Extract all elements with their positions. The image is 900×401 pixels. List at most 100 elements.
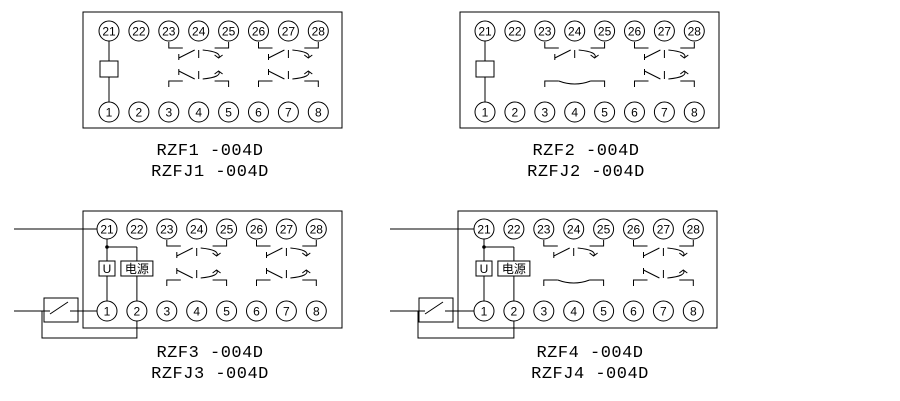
terminal-circle xyxy=(593,218,615,240)
terminal-label: 21 xyxy=(100,223,114,237)
external-switch-box xyxy=(43,297,79,323)
terminal-circle xyxy=(305,218,327,240)
model-name-line1: RZF3 -004D xyxy=(156,344,264,363)
power-label: 电源 xyxy=(125,262,149,276)
u-label: U xyxy=(103,262,112,276)
terminal-circle xyxy=(653,20,675,42)
model-name-line2: RZFJ4 -004D xyxy=(531,365,649,384)
terminal-circle xyxy=(594,20,616,42)
external-switch-box xyxy=(418,297,454,323)
terminal-circle xyxy=(98,101,120,123)
contact-blade-right xyxy=(667,247,688,257)
terminal-circle xyxy=(682,218,704,240)
model-label-rzf3: RZF3 -004D RZFJ3 -004D xyxy=(80,343,340,385)
contact-blade-left xyxy=(178,49,195,60)
terminal-label: 23 xyxy=(160,223,174,237)
terminal-circle xyxy=(218,20,240,42)
terminal-label: 5 xyxy=(225,106,232,120)
model-label-rzf1: RZF1 -004D RZFJ1 -004D xyxy=(80,141,340,183)
model-name-line2: RZFJ1 -004D xyxy=(151,163,269,182)
terminal-label: 2 xyxy=(512,106,519,120)
contact-blade-right xyxy=(202,70,223,80)
terminal-circle xyxy=(128,101,150,123)
terminal-circle xyxy=(683,101,705,123)
terminal-label: 2 xyxy=(134,305,141,319)
terminal-label: 7 xyxy=(283,305,290,319)
coil-box xyxy=(99,60,119,78)
terminal-label: 27 xyxy=(282,25,296,39)
relay-outline xyxy=(459,11,720,129)
terminal-circle xyxy=(248,20,269,42)
contact-bracket xyxy=(589,279,605,286)
terminal-circle xyxy=(563,218,585,240)
terminal-label: 4 xyxy=(571,106,578,120)
contact-bracket xyxy=(543,279,558,286)
terminal-circle xyxy=(594,101,616,123)
terminal-label: 23 xyxy=(538,25,552,39)
model-label-rzf4: RZF4 -004D RZFJ4 -004D xyxy=(460,343,720,385)
contact-blade xyxy=(557,279,590,284)
terminal-label: 7 xyxy=(661,106,668,120)
terminal-label: 5 xyxy=(223,305,230,319)
model-label-rzf2: RZF2 -004D RZFJ2 -004D xyxy=(456,141,716,183)
terminal-circle xyxy=(503,300,525,322)
terminal-circle xyxy=(624,101,645,123)
terminal-circle xyxy=(275,300,297,322)
terminal-label: 6 xyxy=(253,305,260,319)
terminal-circle xyxy=(533,218,555,240)
terminal-label: 26 xyxy=(252,25,266,39)
terminal-circle xyxy=(683,20,705,42)
terminal-label: 6 xyxy=(631,106,638,120)
terminal-label: 5 xyxy=(601,106,608,120)
contact-blade xyxy=(558,80,591,85)
terminal-circle xyxy=(623,218,644,240)
terminal-label: 8 xyxy=(690,305,697,319)
terminal-label: 21 xyxy=(478,25,492,39)
terminal-label: 1 xyxy=(104,305,111,319)
terminal-label: 4 xyxy=(195,106,202,120)
contact-blade-right xyxy=(202,49,223,59)
contact-blade-left xyxy=(643,247,660,258)
contact-blade-left xyxy=(266,268,283,279)
terminal-label: 28 xyxy=(310,223,324,237)
terminal-label: 25 xyxy=(598,25,612,39)
terminal-circle xyxy=(188,101,210,123)
contact-blade-left xyxy=(553,247,570,258)
terminal-circle xyxy=(128,20,150,42)
terminal-circle xyxy=(186,218,208,240)
contact-blade-left xyxy=(268,49,285,60)
terminal-label: 8 xyxy=(313,305,320,319)
terminal-circle xyxy=(473,300,495,322)
contact-blade-left xyxy=(644,69,661,80)
terminal-circle xyxy=(624,20,645,42)
terminal-label: 24 xyxy=(190,223,204,237)
terminal-circle xyxy=(277,20,299,42)
terminal-circle xyxy=(503,218,525,240)
contact-bracket xyxy=(214,80,230,87)
contact-bracket xyxy=(212,240,228,247)
terminal-circle xyxy=(126,218,148,240)
terminal-circle xyxy=(474,20,496,42)
relay-outline xyxy=(82,210,343,329)
return-wire xyxy=(41,311,138,339)
contact-bracket xyxy=(679,279,694,286)
model-name-line2: RZFJ2 -004D xyxy=(527,163,645,182)
contact-bracket xyxy=(168,42,183,49)
terminal-label: 8 xyxy=(315,106,322,120)
contact-blade-left xyxy=(178,69,195,80)
contact-blade-left xyxy=(643,268,660,279)
terminal-circle xyxy=(158,101,180,123)
terminal-circle xyxy=(593,300,615,322)
contact-bracket xyxy=(166,279,181,286)
terminal-label: 2 xyxy=(511,305,518,319)
terminal-circle xyxy=(246,300,267,322)
terminal-label: 28 xyxy=(688,25,702,39)
contact-bracket xyxy=(304,80,319,87)
terminal-circle xyxy=(248,101,269,123)
contact-bracket xyxy=(168,80,183,87)
terminal-circle xyxy=(563,300,585,322)
terminal-circle xyxy=(277,101,299,123)
